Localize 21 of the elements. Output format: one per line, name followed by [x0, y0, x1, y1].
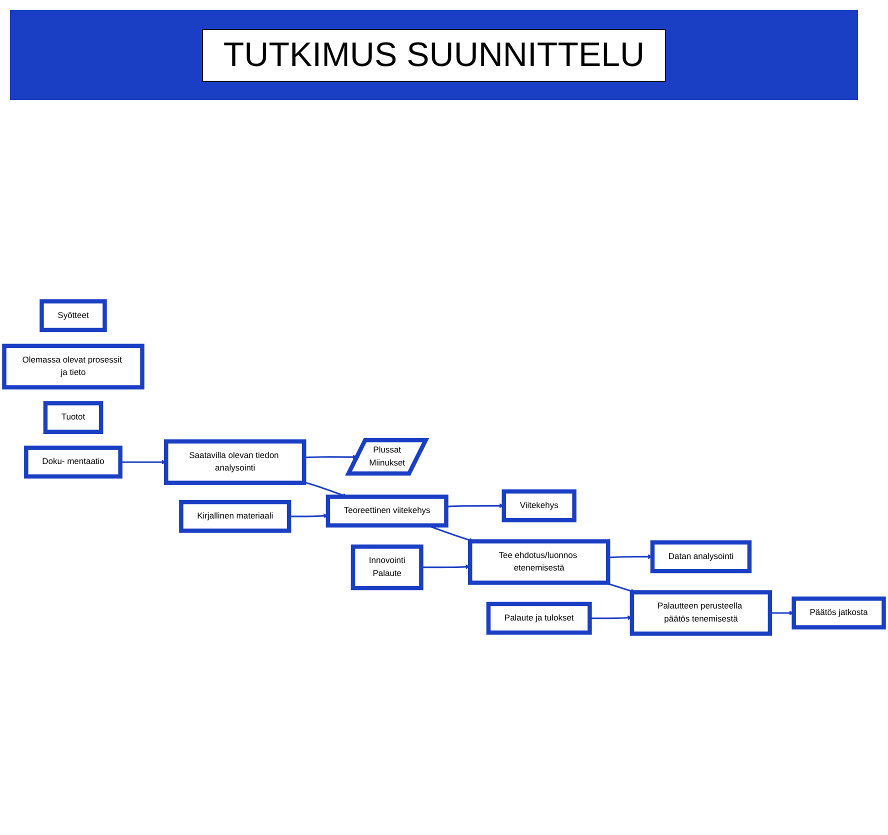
node-box: Syötteet	[40, 299, 107, 332]
arrow	[446, 503, 504, 508]
node-box: Olemassa olevat prosessit ja tieto	[2, 344, 144, 390]
arrow	[770, 610, 794, 616]
node-box: Kirjallinen materiaali	[179, 500, 292, 533]
node-box: Tuotot	[43, 401, 104, 434]
arrow	[608, 554, 653, 560]
node-box: Palautteen perusteella päätös tenemisestä	[630, 590, 772, 636]
arrow	[304, 454, 358, 460]
node-box: Saatavilla olevan tiedon analysointi	[164, 439, 306, 485]
node-box: Päätös jatkosta	[792, 596, 886, 630]
arrow	[421, 564, 470, 570]
node-box: Viitekehys	[502, 489, 576, 522]
node-box: Doku- mentaatio	[24, 446, 122, 479]
node-box: Teoreettinen viitekehys	[326, 494, 448, 528]
node-box: Datan analysointi	[650, 540, 752, 574]
node-box: Innovointi Palaute	[350, 544, 424, 590]
node-box: Palaute ja tulokset	[486, 602, 592, 635]
node-box: Tee ehdotus/luonnos etenemisestä	[468, 539, 610, 585]
title: TUTKIMUS SUUNNITTELU	[202, 28, 666, 82]
arrow	[120, 460, 166, 464]
